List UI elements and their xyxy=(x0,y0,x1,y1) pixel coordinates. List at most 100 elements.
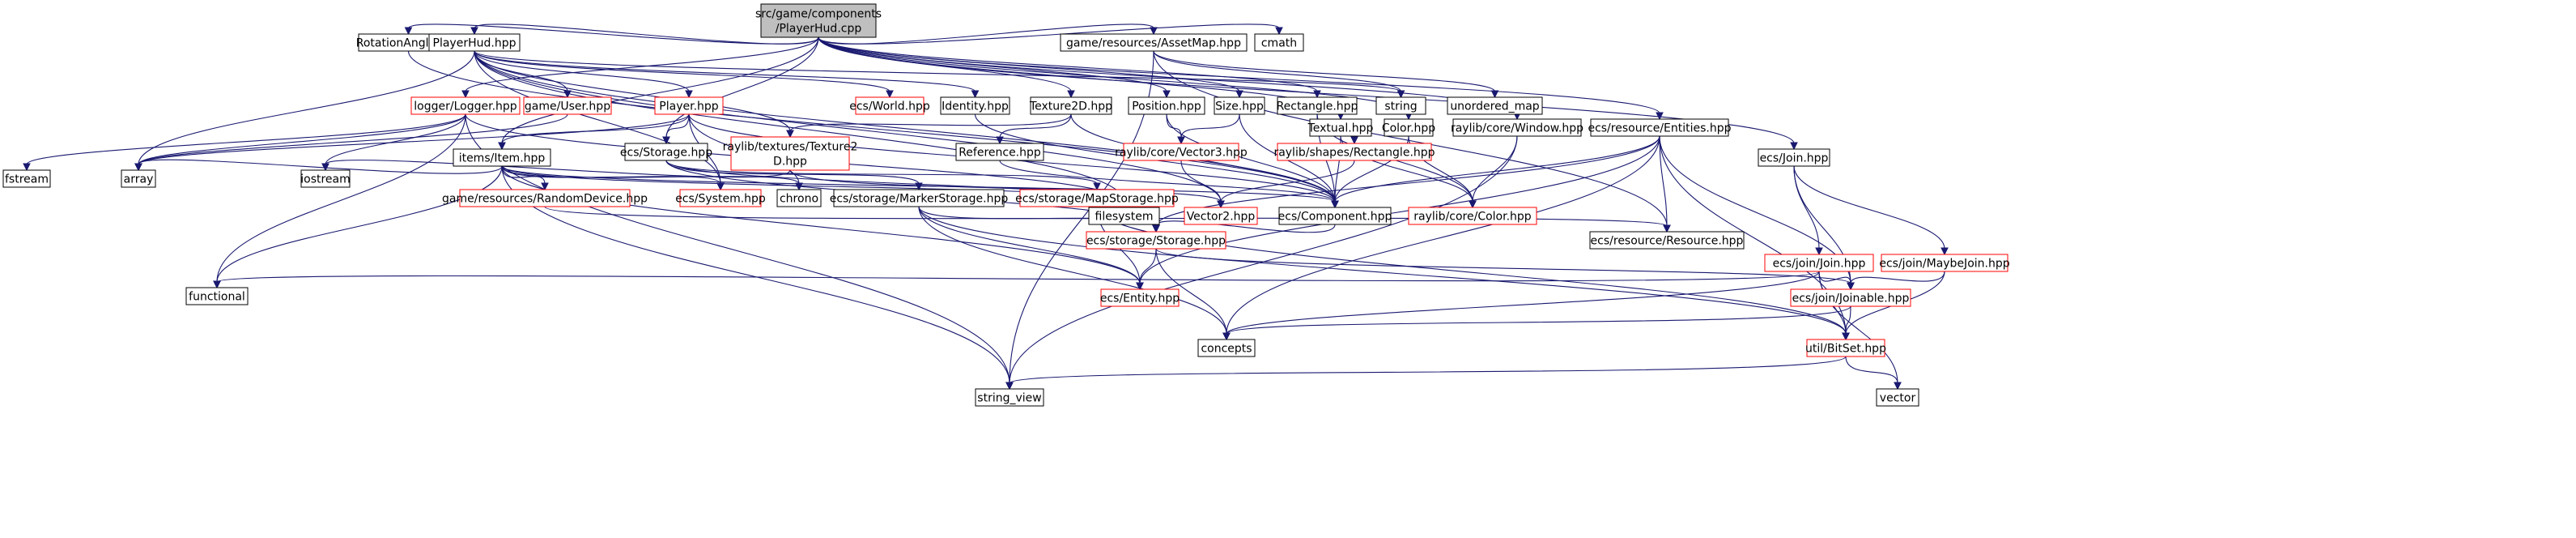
edge-assetmap-to-string xyxy=(1153,50,1405,99)
node-box xyxy=(1278,207,1392,225)
node-box xyxy=(1254,33,1304,52)
node-label: ecs/join/MaybeJoin.hpp xyxy=(1879,258,2009,271)
node-cmath[interactable]: cmath xyxy=(1254,33,1304,52)
node-box xyxy=(2,169,51,188)
edge-root-to-playerhud xyxy=(470,23,819,45)
edge-root-to-ecsjoin xyxy=(818,36,1798,151)
node-randomdevice[interactable]: game/resources/RandomDevice.hpp xyxy=(442,189,648,207)
node-rectangle[interactable]: Rectangle.hpp xyxy=(1277,96,1358,115)
node-ecsstorage[interactable]: ecs/Storage.hpp xyxy=(620,143,712,161)
node-joinjoin[interactable]: ecs/join/Join.hpp xyxy=(1764,254,1874,272)
node-box xyxy=(776,189,822,207)
edge-rlrect-to-vector2 xyxy=(1217,160,1355,209)
node-label: D.hpp xyxy=(773,156,807,169)
node-string_view[interactable]: string_view xyxy=(975,388,1044,407)
node-entities[interactable]: ecs/resource/Entities.hpp xyxy=(1588,118,1732,137)
node-filesystem[interactable]: filesystem xyxy=(1088,207,1160,225)
node-textual[interactable]: Textual.hpp xyxy=(1307,118,1374,137)
node-label: ecs/resource/Resource.hpp xyxy=(1591,235,1744,248)
node-label: items/Item.hpp xyxy=(459,152,546,165)
node-markerstorage[interactable]: ecs/storage/MarkerStorage.hpp xyxy=(830,189,1009,207)
node-playerhud[interactable]: PlayerHud.hpp xyxy=(428,33,521,52)
node-ecsworld[interactable]: ecs/World.hpp xyxy=(849,96,930,115)
node-logger[interactable]: logger/Logger.hpp xyxy=(410,96,521,115)
node-label: ecs/join/Joinable.hpp xyxy=(1792,292,1910,305)
node-label: ecs/Component.hpp xyxy=(1278,211,1392,224)
edge-rlvec3-to-vector2 xyxy=(1180,160,1225,209)
node-iostream[interactable]: iostream xyxy=(300,169,351,188)
node-array[interactable]: array xyxy=(121,169,156,188)
node-rlcolor[interactable]: raylib/core/Color.hpp xyxy=(1408,207,1537,225)
node-reference[interactable]: Reference.hpp xyxy=(955,143,1044,161)
node-fstream[interactable]: fstream xyxy=(2,169,51,188)
node-label: logger/Logger.hpp xyxy=(414,100,517,113)
node-box xyxy=(624,143,708,161)
node-box xyxy=(730,136,850,171)
node-root[interactable]: src/game/components/PlayerHud.cpp xyxy=(755,3,882,38)
edge-assetmap-to-unordered_map xyxy=(1153,50,1499,99)
node-string[interactable]: string xyxy=(1375,96,1426,115)
node-itemhpp[interactable]: items/Item.hpp xyxy=(453,148,551,167)
node-box xyxy=(1876,388,1919,407)
node-rlvec3[interactable]: raylib/core/Vector3.hpp xyxy=(1115,143,1248,161)
node-label: ecs/storage/Storage.hpp xyxy=(1086,235,1226,248)
edge-joinable-to-concepts xyxy=(1222,305,1851,341)
node-chrono[interactable]: chrono xyxy=(776,189,822,207)
edge-ecsjoin-to-joinjoin xyxy=(1793,165,1823,256)
edge-reference-to-component xyxy=(999,160,1339,209)
node-joinable[interactable]: ecs/join/Joinable.hpp xyxy=(1790,288,1911,307)
node-rltex2d[interactable]: raylib/textures/Texture2D.hpp xyxy=(723,136,858,171)
node-component[interactable]: ecs/Component.hpp xyxy=(1278,207,1392,225)
node-functional[interactable]: functional xyxy=(185,287,249,305)
node-position[interactable]: Position.hpp xyxy=(1128,96,1205,115)
edge-joinable-to-bitset xyxy=(1842,305,1851,341)
node-size[interactable]: Size.hpp xyxy=(1214,96,1265,115)
node-mapstorage[interactable]: ecs/storage/MapStorage.hpp xyxy=(1015,189,1179,207)
node-gameuser[interactable]: game/User.hpp xyxy=(523,96,612,115)
edge-texture2d-to-rltex2d xyxy=(786,113,1072,139)
node-texture2d[interactable]: Texture2D.hpp xyxy=(1029,96,1112,115)
node-label: array xyxy=(124,173,154,186)
node-box xyxy=(121,169,156,188)
node-ecssystem[interactable]: ecs/System.hpp xyxy=(675,189,766,207)
node-vector[interactable]: vector xyxy=(1876,388,1919,407)
node-ecsjoin[interactable]: ecs/Join.hpp xyxy=(1758,148,1830,167)
node-player[interactable]: Player.hpp xyxy=(654,96,724,115)
node-bitset[interactable]: util/BitSet.hpp xyxy=(1805,339,1886,357)
node-box xyxy=(955,143,1044,161)
node-assetmap[interactable]: game/resources/AssetMap.hpp xyxy=(1060,33,1248,52)
edge-logger-to-fstream xyxy=(23,113,466,172)
edge-root-to-itemhpp xyxy=(498,36,819,151)
node-label: concepts xyxy=(1201,343,1252,356)
node-label: /PlayerHud.cpp xyxy=(776,23,862,36)
node-label: src/game/components xyxy=(755,8,882,21)
node-label: raylib/core/Window.hpp xyxy=(1451,122,1583,135)
node-maybejoin[interactable]: ecs/join/MaybeJoin.hpp xyxy=(1879,254,2010,272)
node-rlwindow[interactable]: raylib/core/Window.hpp xyxy=(1451,118,1583,137)
node-vector2[interactable]: Vector2.hpp xyxy=(1184,207,1258,225)
edge-assetmap-to-resource xyxy=(1153,50,1671,233)
edge-storagestorage-to-joinable xyxy=(1155,248,1855,291)
node-box xyxy=(679,189,762,207)
node-box xyxy=(1086,231,1226,250)
node-storagestorage[interactable]: ecs/storage/Storage.hpp xyxy=(1086,231,1226,250)
node-entity[interactable]: ecs/Entity.hpp xyxy=(1100,288,1180,307)
nodes-layer: src/game/components/PlayerHud.cppRotatio… xyxy=(2,3,2010,407)
edge-texture2d-to-reference xyxy=(996,113,1072,145)
node-box xyxy=(185,287,249,305)
edge-playerhud-to-player xyxy=(474,50,693,99)
node-label: util/BitSet.hpp xyxy=(1805,343,1886,356)
node-unordered_map[interactable]: unordered_map xyxy=(1447,96,1543,115)
node-label: Textual.hpp xyxy=(1307,122,1374,135)
node-box xyxy=(1408,207,1537,225)
node-box xyxy=(975,388,1044,407)
node-resource[interactable]: ecs/resource/Resource.hpp xyxy=(1589,231,1745,250)
node-rlrect[interactable]: raylib/shapes/Rectangle.hpp xyxy=(1273,143,1435,161)
edge-bitset-to-string_view xyxy=(1005,356,1847,391)
node-label: fstream xyxy=(5,173,49,186)
node-label: cmath xyxy=(1261,37,1297,50)
node-concepts[interactable]: concepts xyxy=(1197,339,1256,357)
node-identity[interactable]: Identity.hpp xyxy=(940,96,1010,115)
node-color[interactable]: Color.hpp xyxy=(1382,118,1435,137)
